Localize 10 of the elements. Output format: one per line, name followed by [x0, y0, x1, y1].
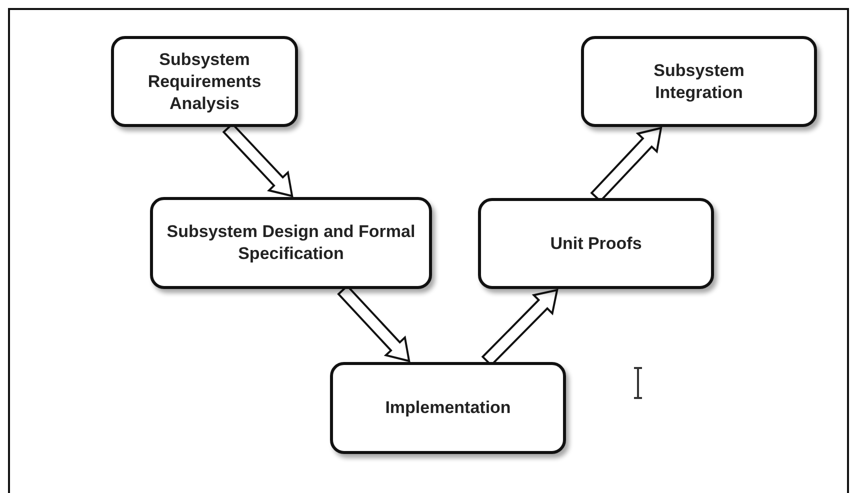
- box-label: Subsystem Requirements Analysis: [146, 48, 262, 114]
- process-box: [478, 198, 714, 289]
- box-label: Subsystem Design and Formal Specification: [166, 221, 416, 265]
- process-box: [581, 36, 817, 127]
- process-box: [330, 362, 566, 454]
- box-label: Implementation: [385, 397, 511, 419]
- box-label: Subsystem Integration: [652, 60, 746, 104]
- process-box: [150, 197, 432, 289]
- box-label: Unit Proofs: [550, 232, 642, 254]
- process-box: [111, 36, 298, 127]
